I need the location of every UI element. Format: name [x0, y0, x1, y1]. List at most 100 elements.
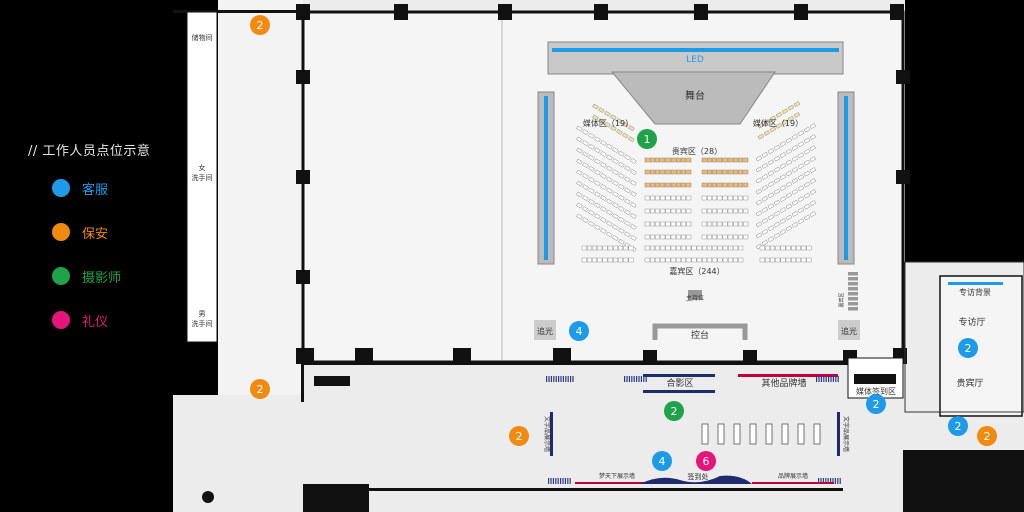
seat	[797, 141, 805, 148]
seat	[791, 145, 799, 151]
exhibit-board	[717, 423, 725, 445]
seat	[701, 157, 707, 163]
seat	[809, 167, 817, 173]
female-restroom-label-1: 女	[199, 163, 206, 172]
seat	[712, 182, 718, 188]
seat	[594, 202, 601, 209]
seat	[797, 130, 805, 137]
seat	[624, 231, 631, 238]
display-wall-left-bar	[575, 482, 660, 484]
seat	[755, 221, 763, 228]
female-restroom-label-2: 洗手间	[192, 173, 213, 182]
seat	[665, 257, 671, 263]
seat	[644, 208, 650, 214]
stripe	[552, 478, 554, 484]
seat	[848, 307, 858, 311]
staff-marker-dot	[696, 451, 716, 471]
seat	[707, 182, 712, 188]
seat	[809, 145, 817, 151]
seat-row	[755, 134, 817, 173]
seat	[628, 245, 634, 251]
staff-marker-dot	[250, 15, 270, 35]
seat	[622, 121, 629, 128]
seat	[722, 221, 728, 227]
storage-label: 储物间	[192, 33, 213, 42]
seat	[797, 163, 805, 170]
seat	[582, 206, 589, 212]
seat	[701, 208, 707, 214]
seat	[801, 245, 807, 251]
stripe	[560, 376, 562, 382]
seat	[733, 234, 738, 240]
stripe	[565, 376, 567, 382]
staff-marker: 2	[958, 338, 978, 358]
seat	[582, 162, 589, 168]
seat-row	[755, 189, 817, 228]
exhibit-board	[781, 423, 789, 445]
seat	[765, 245, 770, 251]
seat-row	[644, 234, 749, 240]
staff-marker-dot	[250, 379, 270, 399]
seat	[803, 192, 811, 199]
seat	[686, 208, 692, 214]
seat	[618, 216, 625, 223]
seat	[797, 152, 805, 159]
seat	[597, 257, 603, 263]
seat-row	[576, 180, 637, 219]
signin-desk-label: 签到处	[688, 472, 709, 481]
seat	[644, 221, 650, 227]
seat	[722, 169, 728, 175]
seat	[650, 182, 655, 188]
stripe	[564, 478, 566, 484]
seat	[781, 119, 789, 126]
seat	[797, 196, 805, 203]
seat	[727, 208, 733, 214]
legend-dot-etiquette	[52, 311, 70, 329]
seat	[581, 257, 587, 263]
seat	[686, 257, 692, 263]
stripe	[555, 478, 557, 484]
seat	[624, 198, 631, 205]
seat	[785, 225, 793, 232]
seat	[681, 157, 687, 163]
photo-zone-label: 合影区	[666, 377, 693, 389]
seat	[779, 174, 787, 180]
seat	[628, 257, 634, 263]
staff-marker: 1	[637, 129, 657, 149]
seat	[712, 195, 718, 201]
seat	[743, 182, 749, 188]
seat	[612, 202, 619, 208]
seat	[727, 169, 733, 175]
seat	[791, 257, 796, 263]
seat	[738, 221, 744, 227]
staff-marker-number: 1	[644, 133, 651, 146]
stripe	[626, 376, 628, 382]
seat	[644, 195, 650, 201]
top-wall	[173, 10, 303, 13]
seat	[660, 195, 666, 201]
seat	[733, 195, 738, 201]
stripe	[572, 376, 574, 382]
seat	[576, 180, 583, 187]
seat	[761, 207, 769, 213]
seat	[767, 148, 775, 155]
seat	[803, 214, 811, 221]
seat	[761, 174, 769, 180]
seat-row	[581, 257, 812, 263]
seat	[775, 245, 781, 251]
seat	[767, 214, 775, 221]
seat	[644, 257, 650, 263]
seat	[670, 182, 676, 188]
seat	[717, 195, 723, 201]
stripe	[832, 478, 834, 484]
seat	[773, 210, 781, 217]
vip-seats	[644, 157, 749, 240]
led-label: LED	[686, 55, 704, 65]
seat	[665, 221, 671, 227]
seat	[701, 182, 707, 188]
seat	[785, 181, 793, 188]
seat	[598, 107, 605, 113]
seat	[755, 155, 763, 162]
seat	[712, 245, 718, 251]
